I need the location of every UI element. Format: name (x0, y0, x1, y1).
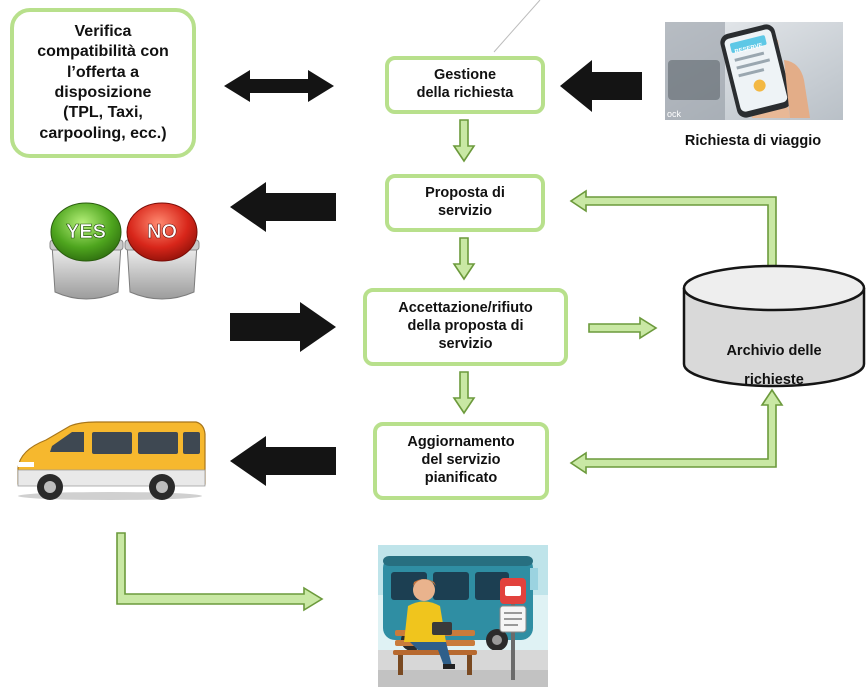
smartphone-photo: RESERVE ock (665, 22, 843, 120)
yes-button-icon: YES (49, 202, 124, 300)
box-verifica-compatibilita: Verifica compatibilità con l’offerta a d… (10, 8, 196, 158)
double-arrow-verifica-gestione (224, 70, 334, 102)
box-gestione-richiesta: Gestione della richiesta (385, 56, 545, 114)
travel-request-text: Richiesta di viaggio (684, 133, 822, 149)
arrow-proposta-to-buttons (230, 182, 336, 232)
yes-label: YES (66, 221, 106, 243)
box-aggiornamento-servizio: Aggiornamento del servizio pianificato (373, 422, 549, 500)
no-label: NO (147, 221, 177, 243)
arrow-gestione-to-proposta (452, 119, 476, 163)
no-button-icon: NO (124, 202, 200, 300)
arrow-accettazione-to-archivio (588, 316, 658, 340)
box-aggiornamento-label: Aggiornamento del servizio pianificato (407, 434, 515, 486)
minibus-icon (17, 421, 206, 500)
travel-request-caption: Richiesta di viaggio (658, 133, 848, 149)
arrow-proposta-to-accettazione (452, 237, 476, 281)
decorative-line (493, 0, 541, 53)
arrow-accettazione-to-aggiornamento (452, 371, 476, 415)
arrow-archivio-to-proposta (569, 189, 777, 267)
box-proposta-label: Proposta di servizio (425, 185, 505, 219)
box-proposta-servizio: Proposta di servizio (385, 174, 545, 232)
bus-stop-illustration (378, 545, 548, 687)
arrow-aggiornamento-to-minibus (230, 436, 336, 486)
box-gestione-label: Gestione della richiesta (416, 67, 514, 101)
box-verifica-label: Verifica compatibilità con l’offerta a d… (37, 22, 169, 142)
arrow-minibus-to-bus-stop (116, 532, 324, 612)
archivio-text: Archivio delle richieste (726, 343, 822, 388)
box-accettazione-rifiuto: Accettazione/rifiuto della proposta di s… (363, 288, 568, 366)
archivio-label: Archivio delle richieste (696, 308, 852, 395)
arrow-request-to-gestione (560, 60, 642, 112)
arrow-archivio-to-aggiornamento (569, 388, 784, 475)
photo-watermark: ock (667, 109, 682, 119)
box-accettazione-label: Accettazione/rifiuto della proposta di s… (398, 300, 533, 352)
arrow-buttons-to-accettazione (230, 302, 336, 352)
archivio-database (682, 264, 866, 388)
yes-no-buttons-icon: YES NO (49, 202, 200, 300)
